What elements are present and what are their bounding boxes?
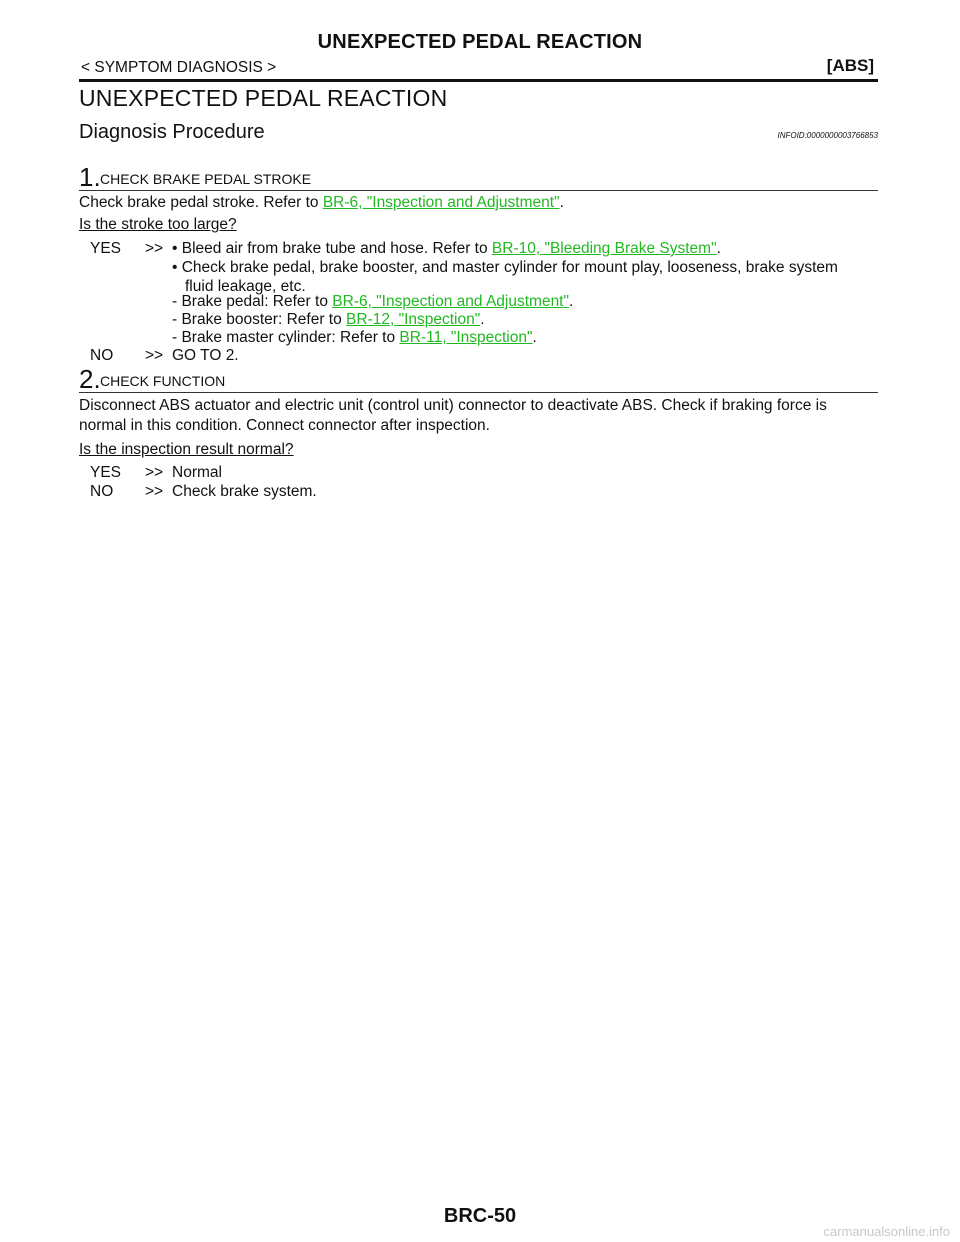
step-1-instruction: Check brake pedal stroke. Refer to BR-6,… <box>79 194 564 211</box>
brake-pedal-item: - Brake pedal: Refer to BR-6, "Inspectio… <box>172 293 574 310</box>
reference-link[interactable]: BR-6, "Inspection and Adjustment" <box>332 293 569 310</box>
info-id: INFOID:0000000003766853 <box>777 131 878 140</box>
yes-result: Normal <box>172 464 222 481</box>
yes-label: YES <box>90 464 122 481</box>
breadcrumb: < SYMPTOM DIAGNOSIS > <box>81 59 277 76</box>
page-heading: UNEXPECTED PEDAL REACTION <box>79 85 448 111</box>
reference-link[interactable]: BR-11, "Inspection" <box>399 329 533 346</box>
step-2-instruction: Disconnect ABS actuator and electric uni… <box>79 397 827 434</box>
reference-link[interactable]: BR-10, "Bleeding Brake System" <box>491 240 717 257</box>
check-item-line-2: fluid leakage, etc. <box>185 278 306 295</box>
step-2-header: 2. CHECK FUNCTION <box>79 363 878 393</box>
header-divider <box>79 79 878 82</box>
section-tag: [ABS] <box>826 56 874 75</box>
reference-link[interactable]: BR-6, "Inspection and Adjustment" <box>322 194 560 211</box>
no-label: NO <box>90 347 114 364</box>
check-item-line-1: • Check brake pedal, brake booster, and … <box>172 259 838 276</box>
master-cylinder-item: - Brake master cylinder: Refer to BR-11,… <box>172 329 537 346</box>
no-result: GO TO 2. <box>172 347 239 364</box>
no-result: Check brake system. <box>172 483 317 500</box>
page-number: BRC-50 <box>443 1205 517 1227</box>
yes-arrow: >> <box>145 240 164 257</box>
step-title: CHECK BRAKE PEDAL STROKE <box>100 171 312 187</box>
step-1-question: Is the stroke too large? <box>79 216 237 233</box>
no-arrow: >> <box>145 347 164 364</box>
procedure-title: Diagnosis Procedure <box>79 121 265 143</box>
step-number: 2. <box>79 364 101 394</box>
yes-label: YES <box>90 240 122 257</box>
step-number: 1. <box>79 162 101 192</box>
step-2-question: Is the inspection result normal? <box>79 441 294 458</box>
bleed-air-item: • Bleed air from brake tube and hose. Re… <box>172 240 721 257</box>
step-1-header: 1. CHECK BRAKE PEDAL STROKE <box>79 161 878 191</box>
brake-booster-item: - Brake booster: Refer to BR-12, "Inspec… <box>172 311 485 328</box>
step-title: CHECK FUNCTION <box>100 373 226 389</box>
running-title: UNEXPECTED PEDAL REACTION <box>317 31 643 53</box>
reference-link[interactable]: BR-12, "Inspection" <box>346 311 481 328</box>
watermark: carmanualsonline.info <box>823 1224 950 1239</box>
no-label: NO <box>90 483 114 500</box>
yes-arrow: >> <box>145 464 164 481</box>
no-arrow: >> <box>145 483 164 500</box>
